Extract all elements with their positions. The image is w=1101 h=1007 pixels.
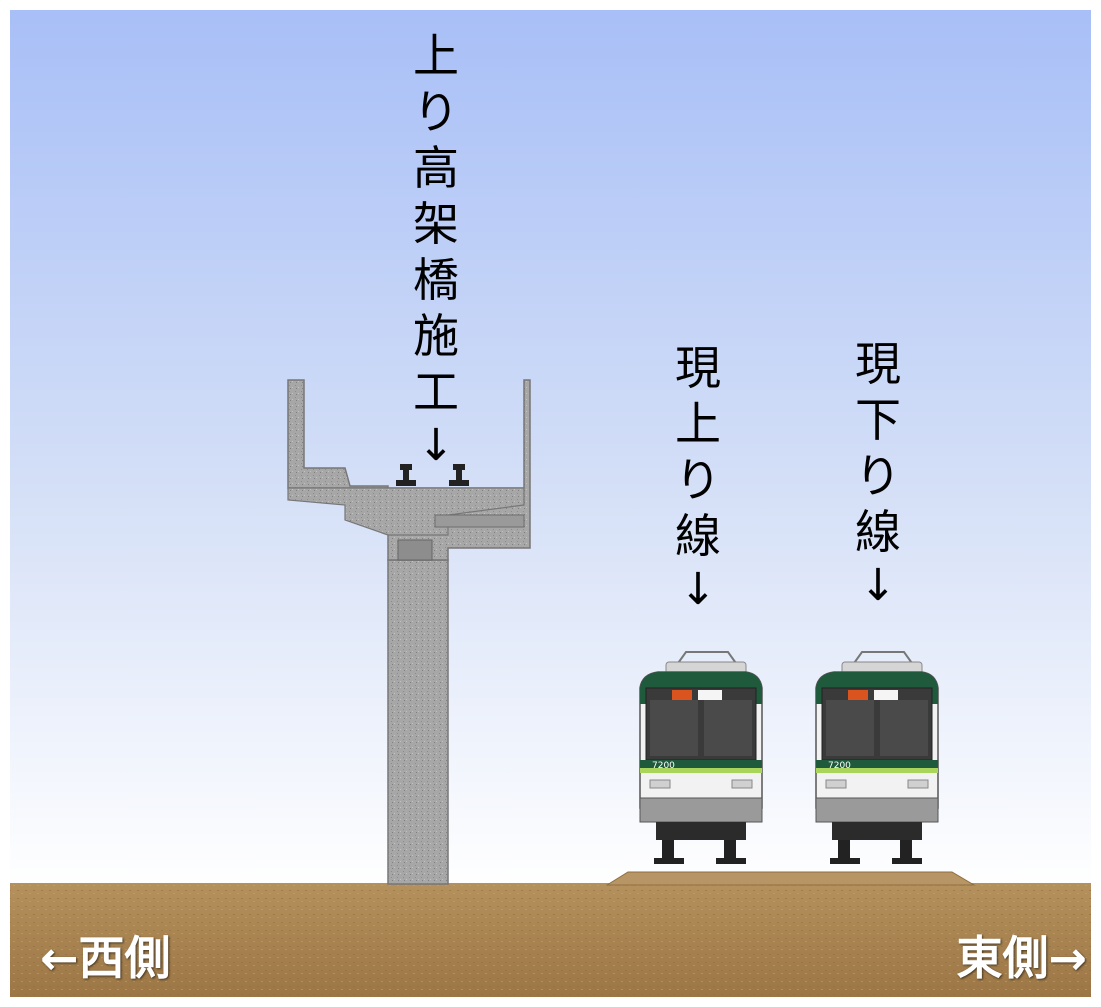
label-char: 橋 — [413, 253, 459, 307]
label-char: 線 — [675, 509, 721, 563]
west-side-label: ←西側 — [40, 931, 171, 985]
current-down-line-label: 現 下 り 線 ↓ — [852, 336, 904, 612]
train-number: 7200 — [652, 761, 675, 771]
track-embankment — [605, 871, 976, 886]
label-char: 高 — [413, 141, 459, 195]
label-char: 上 — [675, 397, 721, 451]
down-arrow-icon: ↓ — [859, 560, 897, 611]
ground — [10, 871, 1091, 997]
label-char: 現 — [855, 337, 901, 391]
label-char: り — [675, 453, 721, 507]
rail-left — [396, 464, 416, 486]
current-up-line-label: 現 上 り 線 ↓ — [672, 340, 724, 616]
rail-right — [449, 464, 469, 486]
down-arrow-icon: ↓ — [679, 564, 717, 615]
label-char: 架 — [413, 197, 459, 251]
down-arrow-icon: ↓ — [417, 420, 455, 471]
label-char: 上 — [413, 29, 459, 83]
label-char: り — [413, 85, 459, 139]
up-viaduct-construction-label: 上 り 高 架 橋 施 工 ↓ — [410, 28, 462, 472]
train-number: 7200 — [828, 761, 851, 771]
label-char: り — [855, 449, 901, 503]
train-down-line: 7200 — [815, 651, 939, 864]
label-char: 工 — [413, 365, 459, 419]
label-char: 現 — [675, 341, 721, 395]
viaduct-pier — [287, 379, 531, 885]
label-char: 下 — [855, 393, 901, 447]
label-char: 線 — [855, 505, 901, 559]
label-char: 施 — [413, 309, 459, 363]
train-up-line: 7200 — [639, 651, 763, 864]
east-side-label: 東側→ — [956, 931, 1087, 985]
